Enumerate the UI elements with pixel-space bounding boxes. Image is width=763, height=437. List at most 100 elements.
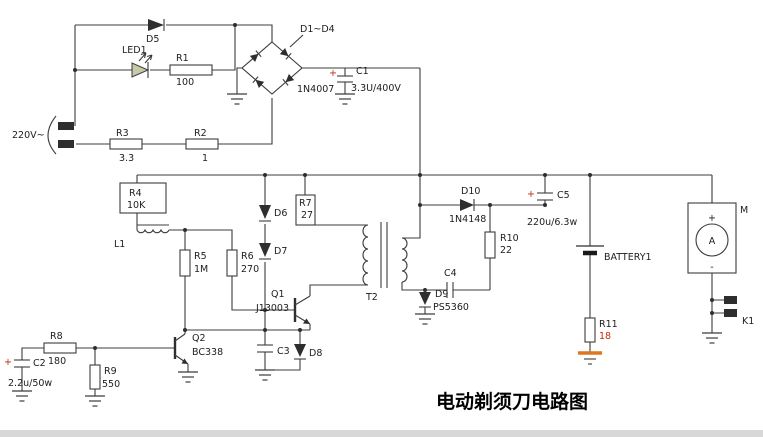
bridge-rectifier: D1~D4 1N4007 xyxy=(241,24,335,95)
battery: BATTERY1 xyxy=(576,245,652,263)
d6-label: D6 xyxy=(274,208,287,219)
c4-label: C4 xyxy=(444,268,457,279)
ac-voltage-label: 220V~ xyxy=(12,130,45,141)
resistor-r1: R1 100 xyxy=(169,53,213,88)
capacitor-c2: + C2 2.2u/50w xyxy=(4,357,52,389)
r11-value: 18 xyxy=(599,331,611,342)
d10-label: D10 xyxy=(461,186,480,197)
r7-value: 27 xyxy=(301,210,313,221)
motor-label: M xyxy=(740,205,748,216)
led1-label: LED1 xyxy=(122,45,147,56)
r3-value: 3.3 xyxy=(119,153,134,164)
wiring xyxy=(21,24,724,396)
ground-icon xyxy=(334,93,356,105)
q1-label: Q1 xyxy=(271,289,285,300)
transformer-t2: T2 xyxy=(362,222,408,303)
ground-icon xyxy=(11,390,33,402)
resistor-r7: R7 27 xyxy=(295,194,316,226)
c5-polarity: + xyxy=(527,189,535,200)
ac-plug: 220V~ xyxy=(12,115,74,155)
r4-value: 10K xyxy=(127,200,146,211)
resistor-r8: R8 180 xyxy=(43,331,77,367)
bridge-part: 1N4007 xyxy=(297,84,334,95)
resistor-r2: R2 1 xyxy=(185,128,219,164)
r11-label: R11 xyxy=(599,319,618,330)
c5-value: 220u/6.3w xyxy=(527,217,577,228)
k1-label: K1 xyxy=(742,316,754,327)
r10-label: R10 xyxy=(500,233,519,244)
resistor-r6: R6 270 xyxy=(226,249,259,277)
r2-value: 1 xyxy=(202,153,208,164)
r5-value: 1M xyxy=(194,264,208,275)
capacitor-c5: + C5 220u/6.3w xyxy=(527,189,577,228)
r1-value: 100 xyxy=(176,77,194,88)
r4-label: R4 xyxy=(129,188,142,199)
motor-minus: - xyxy=(710,262,713,273)
ground-icon xyxy=(226,93,248,105)
led1: LED1 xyxy=(122,45,153,78)
r6-value: 270 xyxy=(241,264,259,275)
bottom-edge xyxy=(0,430,763,437)
switch-k1: K1 xyxy=(724,296,754,327)
ground-icon xyxy=(84,395,106,407)
resistor-r9: R9 550 xyxy=(89,364,120,390)
capacitor-c3: C3 xyxy=(257,344,290,357)
battery-label: BATTERY1 xyxy=(604,252,652,263)
ground-icon xyxy=(701,332,723,344)
resistor-r5: R5 1M xyxy=(179,249,208,277)
motor-symbol: A xyxy=(709,236,716,247)
r8-label: R8 xyxy=(50,331,63,342)
d5-label: D5 xyxy=(146,34,159,45)
c2-value: 2.2u/50w xyxy=(8,378,52,389)
diode-d9: D9 PS5360 xyxy=(419,289,469,313)
r1-label: R1 xyxy=(176,53,189,64)
c1-polarity: + xyxy=(329,68,337,79)
ground-icon xyxy=(414,313,436,325)
r8-value: 180 xyxy=(48,356,66,367)
bridge-label: D1~D4 xyxy=(300,24,335,35)
r6-label: R6 xyxy=(241,251,254,262)
c1-label: C1 xyxy=(356,66,369,77)
l1-label: L1 xyxy=(114,239,125,250)
resistor-r11: R11 18 xyxy=(578,317,618,365)
page-title: 电动剃须刀电路图 xyxy=(436,390,588,413)
diode-d5: D5 xyxy=(146,19,165,45)
ground-icon xyxy=(177,371,199,383)
diode-d7: D7 xyxy=(259,243,287,260)
motor: + A - M xyxy=(687,202,748,274)
transistor-q2: Q2 BC338 xyxy=(173,333,223,365)
resistor-r3: R3 3.3 xyxy=(109,128,143,164)
c2-polarity: + xyxy=(4,357,12,368)
resistor-r4: R4 10K xyxy=(119,182,167,214)
r9-value: 550 xyxy=(102,379,120,390)
d8-label: D8 xyxy=(309,348,322,359)
r10-value: 22 xyxy=(500,245,512,256)
r5-label: R5 xyxy=(194,251,207,262)
c5-label: C5 xyxy=(557,190,570,201)
resistor-r10: R10 22 xyxy=(484,231,519,259)
diode-d10: D10 1N4148 xyxy=(449,186,486,225)
diode-d8: D8 xyxy=(294,344,322,360)
d9-part: PS5360 xyxy=(433,302,469,313)
c3-label: C3 xyxy=(277,346,290,357)
capacitor-c4: C4 xyxy=(444,268,457,298)
q2-label: Q2 xyxy=(192,333,206,344)
inductor-l1: L1 xyxy=(114,224,170,250)
c1-value: 3.3U/400V xyxy=(351,83,401,94)
r9-label: R9 xyxy=(104,366,117,377)
ground-icon xyxy=(254,369,276,381)
d9-label: D9 xyxy=(435,289,448,300)
r2-label: R2 xyxy=(194,128,207,139)
capacitor-c1: + C1 3.3U/400V xyxy=(329,66,401,94)
diode-d6: D6 xyxy=(259,205,287,222)
q1-part: J13003 xyxy=(255,303,289,314)
r7-label: R7 xyxy=(299,198,312,209)
d10-part: 1N4148 xyxy=(449,214,486,225)
t2-label: T2 xyxy=(365,292,378,303)
transistor-q1: Q1 J13003 xyxy=(255,289,311,325)
junction-dots xyxy=(73,23,714,350)
d7-label: D7 xyxy=(274,246,287,257)
c2-label: C2 xyxy=(33,358,46,369)
motor-plus: + xyxy=(708,213,716,224)
